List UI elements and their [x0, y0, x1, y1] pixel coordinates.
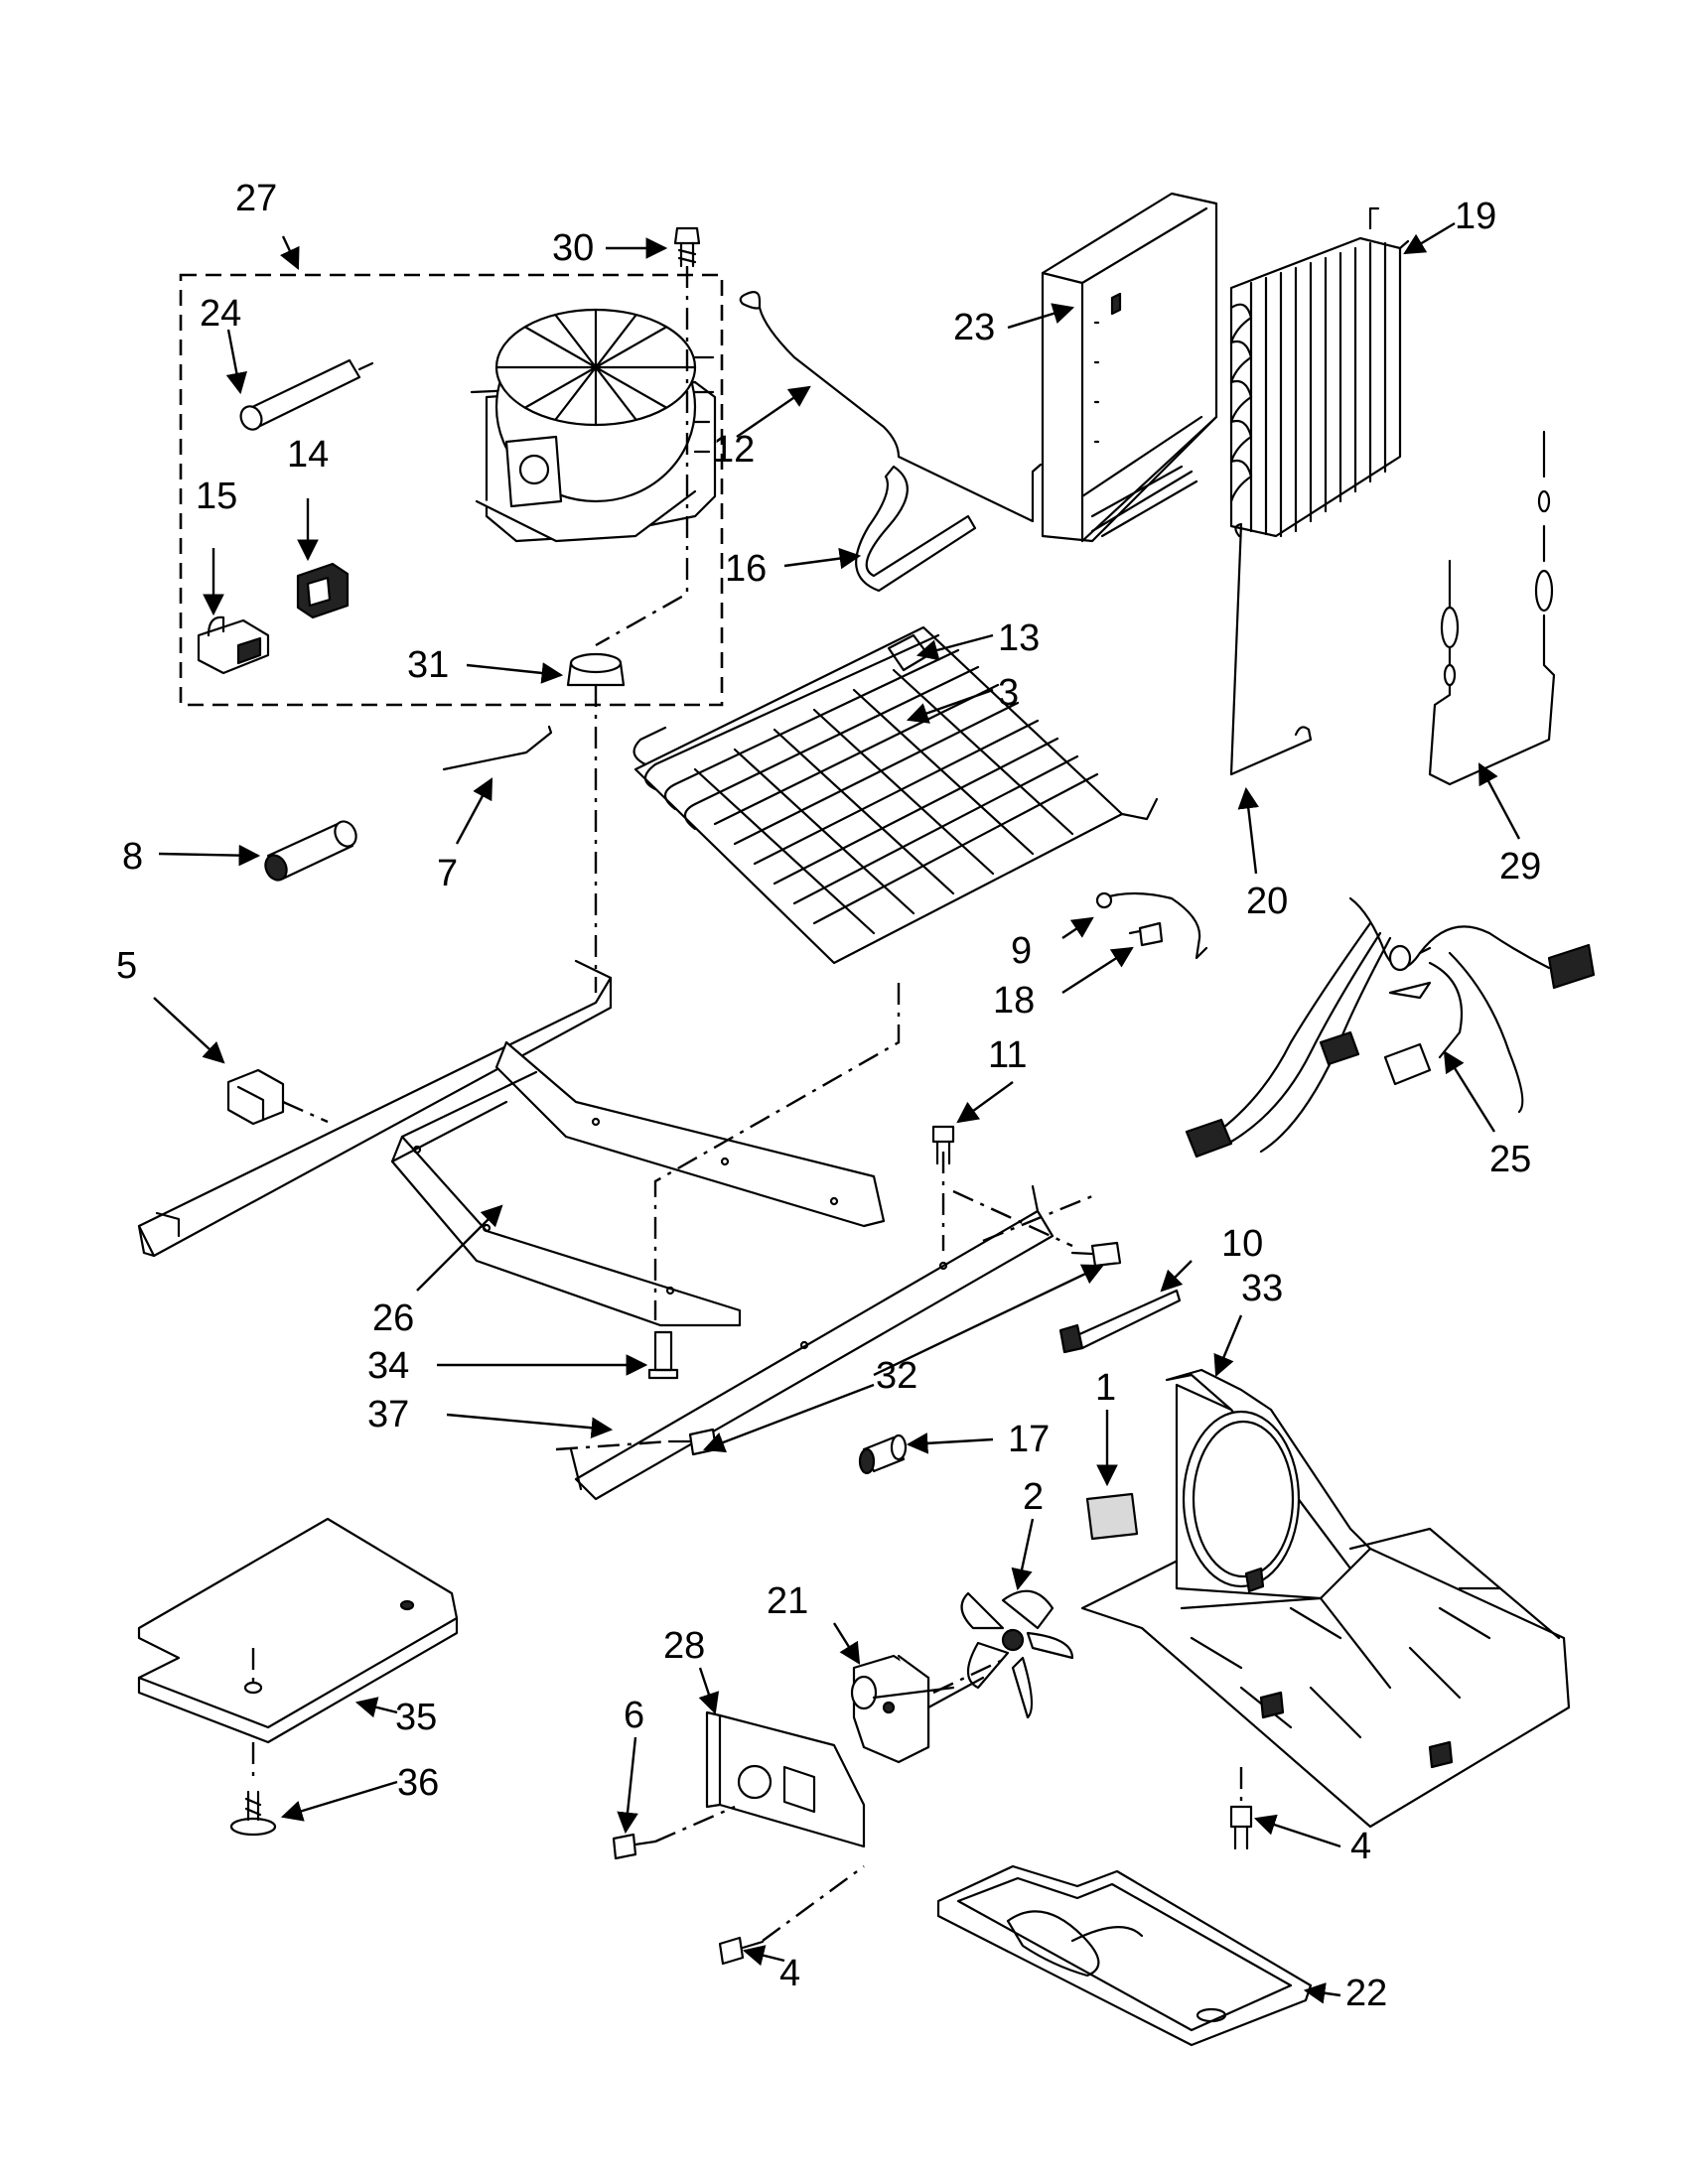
callout-36: 36: [397, 1762, 439, 1804]
callout-1: 1: [1095, 1367, 1116, 1409]
harness-25-part: [1185, 896, 1596, 1159]
callout-5: 5: [116, 945, 137, 987]
callout-9: 9: [1011, 930, 1032, 972]
callout-32: 32: [876, 1355, 917, 1397]
screw-11-part: [931, 1125, 955, 1165]
callout-6: 6: [624, 1695, 644, 1736]
callout-27: 27: [235, 178, 277, 219]
callout-21: 21: [767, 1580, 808, 1622]
hose-16-part: [855, 465, 977, 593]
condenser-19-part: [1229, 206, 1410, 538]
bracket-28-part: [705, 1710, 866, 1848]
callout-28: 28: [663, 1625, 705, 1667]
callout-25: 25: [1489, 1139, 1531, 1180]
grommet-31-part: [566, 652, 626, 687]
callout-11: 11: [988, 1034, 1027, 1076]
callout-20: 20: [1246, 881, 1288, 922]
bolt-30-part: [673, 226, 701, 268]
fan-2-part: [960, 1589, 1074, 1719]
callout-7: 7: [437, 853, 458, 894]
pan-22-part: [936, 1864, 1313, 2047]
callout-2: 2: [1023, 1476, 1044, 1518]
compressor-part: [470, 308, 717, 543]
callout-18: 18: [993, 980, 1035, 1022]
callout-13: 13: [998, 617, 1040, 659]
callout-19: 19: [1455, 196, 1496, 237]
callout-17: 17: [1008, 1419, 1050, 1460]
screw-4a-part: [718, 1936, 765, 1966]
rail-5-part: [137, 959, 613, 1258]
shroud-23-part: [1041, 192, 1218, 543]
callout-15: 15: [196, 476, 237, 517]
callout-30: 30: [552, 227, 594, 269]
callout-14: 14: [287, 434, 329, 476]
screw-6-part: [612, 1833, 657, 1860]
callout-8: 8: [122, 836, 143, 878]
capillary-29-part: [1428, 430, 1556, 786]
callout-34: 34: [367, 1345, 409, 1387]
callout-29: 29: [1499, 846, 1541, 887]
callout-24: 24: [200, 293, 241, 335]
relay-14-part: [296, 562, 350, 619]
wire-7-part: [442, 725, 553, 771]
callout-22: 22: [1345, 1973, 1387, 2014]
screw-34-part: [647, 1330, 679, 1380]
screw-4b-part: [1229, 1805, 1253, 1850]
bushing-17-part: [858, 1433, 908, 1475]
callout-labels: 27 30 24 14 15 31 12 16 13 3 23 19 7 8 2…: [116, 178, 1541, 2014]
callout-31: 31: [407, 644, 449, 686]
foot-36-part: [229, 1790, 277, 1837]
base-33-part: [1080, 1368, 1571, 1829]
screw-18-part: [1128, 921, 1164, 947]
bushing-8-part: [264, 820, 357, 882]
callout-3: 3: [998, 672, 1019, 714]
rail-37-part: [569, 1184, 1055, 1501]
callout-37: 37: [367, 1394, 409, 1435]
callout-23: 23: [953, 307, 995, 348]
callout-4b: 4: [1350, 1826, 1371, 1867]
drier-24-part: [239, 358, 374, 431]
frame-26-part: [390, 1040, 886, 1327]
bracket-5-part: [226, 1068, 285, 1126]
tube-12-part: [745, 291, 1043, 523]
callout-4a: 4: [779, 1953, 800, 1994]
evaporator-3-part: [633, 625, 1159, 965]
callout-26: 26: [372, 1297, 414, 1339]
overload-15-part: [197, 615, 270, 675]
motor-21-part: [850, 1654, 985, 1764]
callout-16: 16: [725, 548, 767, 590]
screw-32a-part: [1070, 1241, 1122, 1268]
callout-10: 10: [1221, 1223, 1263, 1265]
leaders: [153, 221, 1521, 2004]
insulation-1-part: [1085, 1492, 1139, 1541]
wire-9-part: [1100, 891, 1208, 960]
compressor-kit-outline: [179, 273, 724, 707]
callout-33: 33: [1241, 1268, 1283, 1309]
cover-35-part: [137, 1517, 459, 1744]
callout-35: 35: [395, 1697, 437, 1738]
strap-10-part: [1058, 1289, 1182, 1354]
wire-20-part: [1229, 522, 1313, 776]
callout-12: 12: [713, 429, 755, 471]
